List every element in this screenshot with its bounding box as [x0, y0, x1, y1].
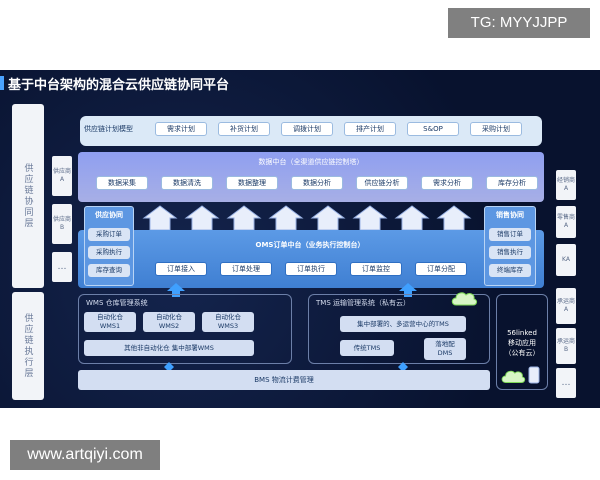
- terminal-inventory: 终端库存: [489, 264, 531, 277]
- phone-icon: [528, 366, 540, 384]
- purchase-collab-title: 供应协同: [95, 211, 123, 219]
- planning-label: 供应链计划模型: [84, 125, 133, 133]
- order-allocation: 订单分配: [415, 262, 467, 276]
- collab-layer-label: 供应链协同层: [12, 104, 44, 288]
- supplier-ellipsis: …: [52, 252, 72, 282]
- dealer-a: 经销商A: [556, 170, 576, 200]
- diagram-title: 基于中台架构的混合云供应链协同平台: [8, 78, 230, 93]
- data-center-title: 数据中台（全渠道供应链控制塔）: [258, 158, 364, 166]
- plan-demand: 需求计划: [155, 122, 207, 136]
- plan-production: 排产计划: [344, 122, 396, 136]
- app-box: [496, 294, 548, 390]
- wms-auto-2: 自动化仓 WMS2: [143, 312, 195, 332]
- order-monitoring: 订单监控: [350, 262, 402, 276]
- wms-title: WMS 仓库管理系统: [86, 299, 148, 307]
- order-intake: 订单接入: [155, 262, 207, 276]
- plan-sop: S&OP: [407, 122, 459, 136]
- plan-transfer: 调拨计划: [281, 122, 333, 136]
- carrier-b: 承运商B: [556, 328, 576, 364]
- carrier-a: 承运商A: [556, 288, 576, 324]
- carrier-ellipsis: …: [556, 368, 576, 398]
- wms-up-arrow-icon: [167, 283, 185, 297]
- data-organize: 数据整理: [226, 176, 278, 190]
- inventory-analysis: 库存分析: [486, 176, 538, 190]
- supplier-b: 供应商B: [52, 204, 72, 244]
- order-processing: 订单处理: [220, 262, 272, 276]
- inventory-query: 库存查询: [88, 264, 130, 277]
- title-accent: [0, 76, 4, 90]
- cloud-icon-2: [501, 370, 526, 383]
- wms-auto-3: 自动化仓 WMS3: [202, 312, 254, 332]
- data-analysis: 数据分析: [291, 176, 343, 190]
- sales-collab-title: 销售协同: [496, 211, 524, 219]
- oms-title: OMS订单中台（业务执行控制台）: [255, 241, 365, 249]
- demand-analysis: 需求分析: [421, 176, 473, 190]
- tms-up-arrow-icon: [399, 283, 417, 297]
- app-text: 56linked 移动应用 （公有云）: [504, 329, 540, 357]
- connector-diamond-icon: [164, 362, 174, 372]
- wms-central: 其他非自动化仓 集中部署WMS: [84, 340, 254, 356]
- cloud-icon: [451, 292, 477, 306]
- tms-title: TMS 运输管理系统（私有云）: [316, 299, 410, 307]
- retailer-a: 零售商A: [556, 206, 576, 238]
- data-collect: 数据采集: [96, 176, 148, 190]
- sales-execution: 销售执行: [489, 246, 531, 259]
- sales-order: 销售订单: [489, 228, 531, 241]
- supply-chain-analysis: 供应链分析: [356, 176, 408, 190]
- watermark-tag: TG: MYYJJPP: [448, 8, 590, 38]
- wms-auto-1: 自动化仓 WMS1: [84, 312, 136, 332]
- plan-replenish: 补货计划: [218, 122, 270, 136]
- tms-box: [308, 294, 490, 364]
- bms-bar: BMS 物流计费管理: [78, 370, 490, 390]
- exec-layer-label: 供应链执行层: [12, 292, 44, 400]
- tms-central: 集中部署的、多运营中心的TMS: [340, 316, 466, 332]
- upload-arrows: [142, 205, 472, 231]
- purchase-order: 采购订单: [88, 228, 130, 241]
- order-execution: 订单执行: [285, 262, 337, 276]
- data-clean: 数据清洗: [161, 176, 213, 190]
- connector-diamond-icon-2: [398, 362, 408, 372]
- wms-box: [78, 294, 292, 364]
- tms-dms: 落地配 DMS: [424, 338, 466, 360]
- supplier-a: 供应商A: [52, 156, 72, 196]
- oms-band: [78, 230, 544, 288]
- watermark-url: www.artqiyi.com: [10, 440, 160, 470]
- plan-purchase: 采购计划: [470, 122, 522, 136]
- purchase-execution: 采购执行: [88, 246, 130, 259]
- ka-label: KA: [556, 244, 576, 276]
- tms-traditional: 传统TMS: [340, 340, 394, 356]
